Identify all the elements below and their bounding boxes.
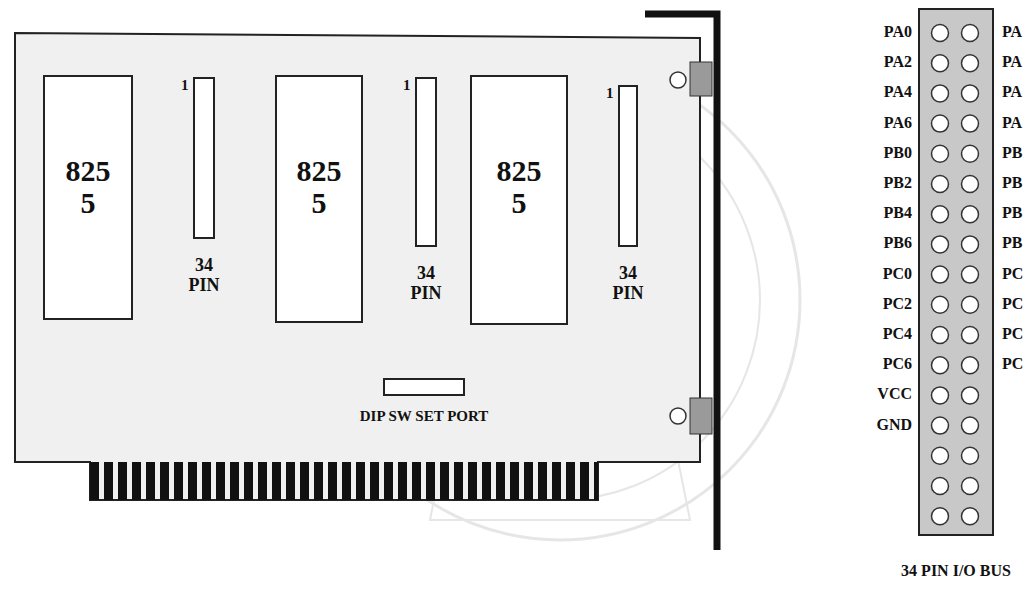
header-pins bbox=[932, 25, 979, 525]
pin-name: PA2 bbox=[884, 53, 912, 71]
pin-hole bbox=[932, 478, 949, 495]
pin-name: PB bbox=[1002, 174, 1022, 192]
pin-name: PB0 bbox=[884, 144, 912, 162]
pin-connector: 134 PIN bbox=[618, 85, 638, 247]
pin-name: GND bbox=[876, 416, 912, 434]
pin-hole bbox=[962, 206, 979, 223]
pin-hole bbox=[932, 206, 949, 223]
pin-name: PC bbox=[1002, 295, 1023, 313]
pin-connector: 134 PIN bbox=[415, 77, 437, 247]
pin-name: PA0 bbox=[884, 23, 912, 41]
pin-hole bbox=[962, 478, 979, 495]
pin-name: PA4 bbox=[884, 83, 912, 101]
pin-hole bbox=[962, 25, 979, 42]
pin-name: PB bbox=[1002, 144, 1022, 162]
pin-name: PA bbox=[1002, 23, 1022, 41]
pin-hole bbox=[932, 25, 949, 42]
pin-hole bbox=[932, 387, 949, 404]
pin-hole bbox=[932, 145, 949, 162]
pin-name: PC bbox=[1002, 265, 1023, 283]
io-header: 34 PIN I/O BUS bbox=[918, 8, 994, 536]
pin-hole bbox=[932, 236, 949, 253]
pin-name: PA bbox=[1002, 53, 1022, 71]
pin-hole bbox=[962, 387, 979, 404]
pin-one-mark: 1 bbox=[403, 77, 411, 94]
pin-hole bbox=[932, 296, 949, 313]
circuit-board bbox=[15, 33, 700, 500]
pin-name: PB6 bbox=[884, 234, 912, 252]
pin-hole bbox=[932, 508, 949, 525]
pin-hole bbox=[932, 447, 949, 464]
pin-hole bbox=[962, 145, 979, 162]
pin-name: PB bbox=[1002, 204, 1022, 222]
pin-hole bbox=[932, 115, 949, 132]
connector-label: 34 PIN bbox=[606, 263, 650, 303]
pin-hole bbox=[962, 447, 979, 464]
pin-hole bbox=[932, 176, 949, 193]
pin-hole bbox=[962, 327, 979, 344]
pin-name: PB bbox=[1002, 234, 1022, 252]
pin-hole bbox=[932, 327, 949, 344]
pin-name: PC4 bbox=[883, 325, 912, 343]
pin-name: PC bbox=[1002, 325, 1023, 343]
pin-hole bbox=[962, 417, 979, 434]
pin-hole bbox=[932, 85, 949, 102]
pin-one-mark: 1 bbox=[606, 85, 614, 102]
pin-name: PB2 bbox=[884, 174, 912, 192]
connector-label: 34 PIN bbox=[182, 255, 226, 295]
pin-name: PA6 bbox=[884, 114, 912, 132]
screw-hole bbox=[670, 408, 686, 424]
pin-name: PC6 bbox=[883, 355, 912, 373]
pin-hole bbox=[932, 266, 949, 283]
pin-name: PB4 bbox=[884, 204, 912, 222]
ic-chip: 825 5 bbox=[275, 75, 363, 323]
bracket-tab bbox=[690, 62, 712, 96]
pin-hole bbox=[962, 236, 979, 253]
pin-name: PC2 bbox=[883, 295, 912, 313]
mounting-bracket bbox=[645, 14, 717, 550]
pin-name: PC0 bbox=[883, 265, 912, 283]
pin-hole bbox=[932, 55, 949, 72]
pin-hole bbox=[932, 417, 949, 434]
pin-hole bbox=[932, 357, 949, 374]
pin-hole bbox=[962, 357, 979, 374]
edge-connector bbox=[90, 462, 598, 500]
chip-label: 825 5 bbox=[290, 155, 348, 219]
ic-chip: 825 5 bbox=[470, 75, 568, 325]
chip-label: 825 5 bbox=[59, 155, 117, 219]
bracket-tab bbox=[690, 398, 712, 434]
pin-hole bbox=[962, 115, 979, 132]
chip-label: 825 5 bbox=[490, 155, 548, 219]
ic-chip: 825 5 bbox=[43, 75, 133, 320]
pin-connector: 134 PIN bbox=[193, 77, 215, 239]
screw-hole bbox=[670, 72, 686, 88]
pin-hole bbox=[962, 508, 979, 525]
header-title: 34 PIN I/O BUS bbox=[901, 562, 1011, 580]
pin-one-mark: 1 bbox=[181, 77, 189, 94]
pin-name: PA bbox=[1002, 83, 1022, 101]
pin-name: VCC bbox=[877, 385, 912, 403]
pin-hole bbox=[962, 55, 979, 72]
pin-hole bbox=[962, 176, 979, 193]
pin-hole bbox=[962, 296, 979, 313]
connector-label: 34 PIN bbox=[404, 263, 448, 303]
pin-name: PC bbox=[1002, 355, 1023, 373]
pin-name: PA bbox=[1002, 114, 1022, 132]
pin-hole bbox=[962, 85, 979, 102]
pin-hole bbox=[962, 266, 979, 283]
dip-switch: DIP SW SET PORT bbox=[383, 378, 465, 396]
header-body bbox=[918, 8, 994, 536]
switch-label: DIP SW SET PORT bbox=[360, 408, 489, 425]
